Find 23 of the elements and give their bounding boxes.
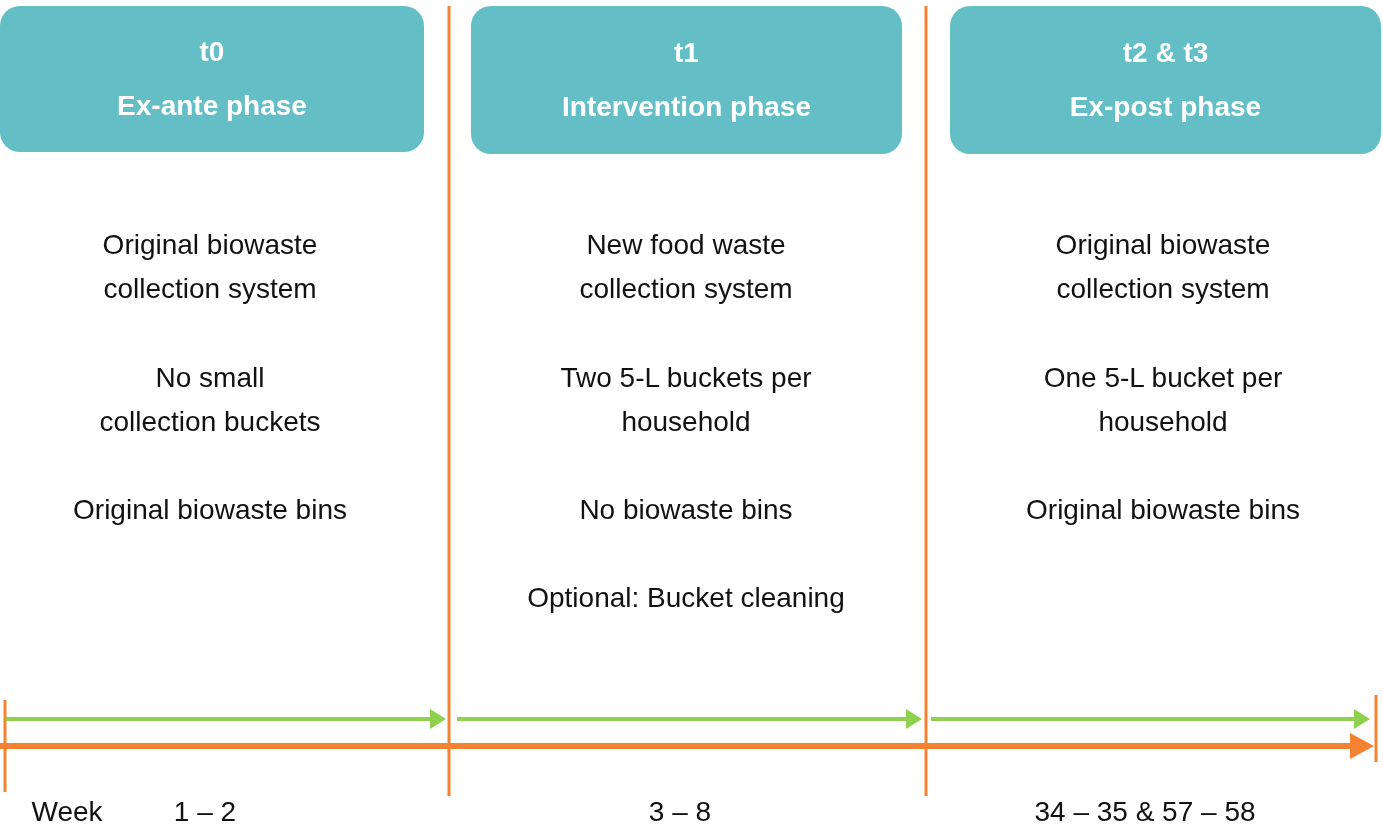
phase-description: Original biowaste bins [1025, 493, 1301, 527]
phase-description: Original biowaste collection system [1054, 228, 1272, 306]
week-range: 3 – 8 [647, 795, 713, 829]
header-box [950, 6, 1381, 154]
week-range: 34 – 35 & 57 – 58 [1033, 795, 1257, 829]
phase-description: Optional: Bucket cleaning [526, 581, 846, 615]
week-range: 1 – 2 [172, 795, 238, 829]
phase-title: Intervention phase [562, 91, 811, 123]
time-label: t0 [199, 36, 225, 68]
header-box [0, 6, 424, 152]
phase-description: No small collection buckets [98, 361, 322, 439]
header-box [471, 6, 902, 154]
phase-description: One 5-L bucket per household [1042, 361, 1284, 439]
phase-title: Ex-post phase [1069, 91, 1262, 123]
phase-title: Ex-ante phase [117, 90, 307, 122]
phase-description: No biowaste bins [578, 493, 794, 527]
axis-title: Week [30, 795, 104, 829]
time-label: t2 & t3 [1122, 37, 1209, 69]
phase-description: New food waste collection system [578, 228, 794, 306]
phase-description: Two 5-L buckets per household [559, 361, 813, 439]
phase-description: Original biowaste bins [72, 493, 348, 527]
phase-description: Original biowaste collection system [101, 228, 319, 306]
time-label: t1 [674, 37, 699, 69]
